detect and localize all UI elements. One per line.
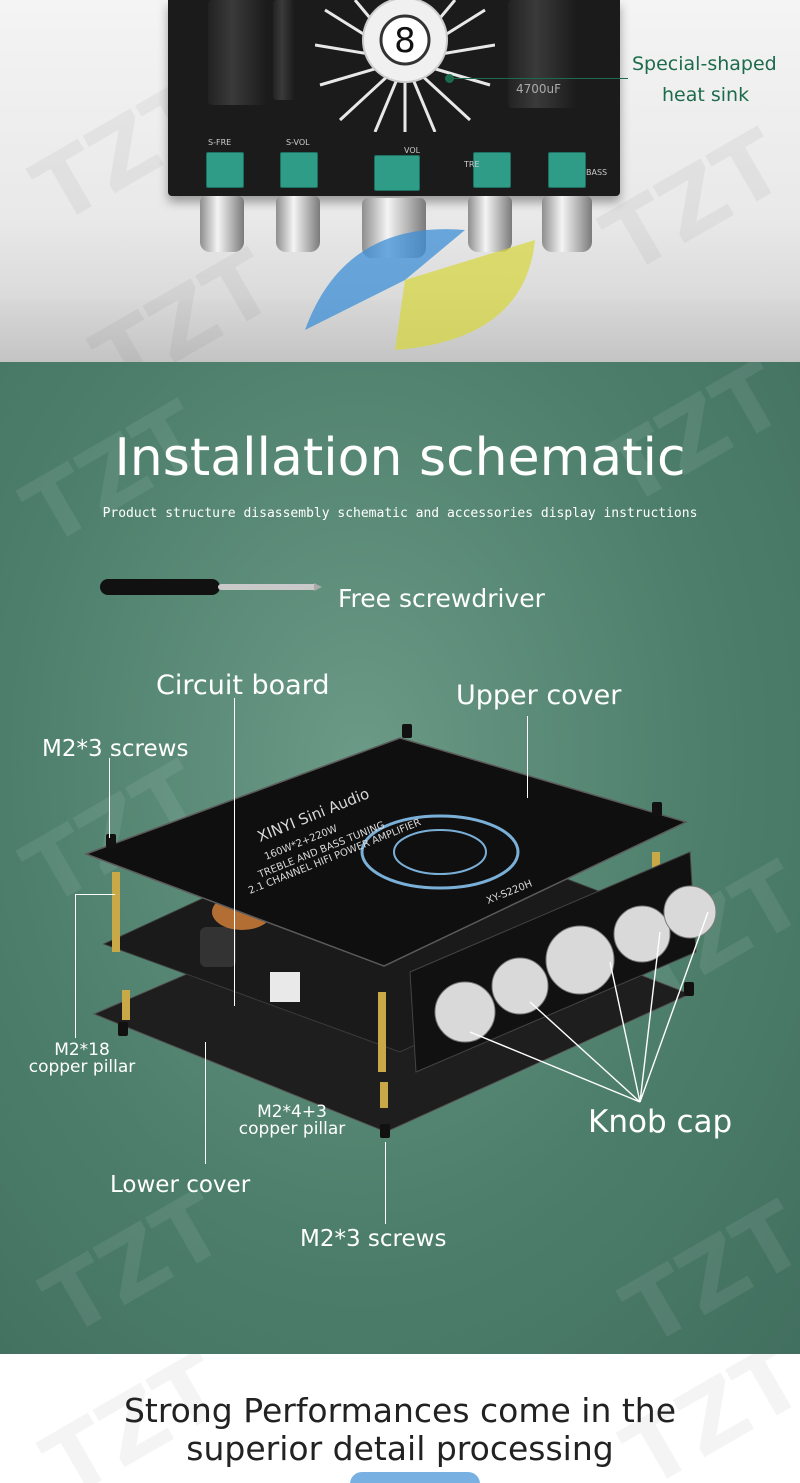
section-title: Installation schematic (114, 428, 686, 488)
installation-section: TZT TZT TZT TZT TZT TZT Installation sch… (0, 362, 800, 1354)
capacitor-left (208, 0, 268, 105)
label-lower-cover: Lower cover (110, 1172, 251, 1198)
capacitor-right: 4700uF (508, 0, 578, 108)
heatsink-label: heat sink (662, 84, 750, 106)
callout-dot (445, 74, 454, 83)
knob-silver (468, 196, 512, 252)
label-line: M2*4+3 (257, 1102, 327, 1122)
pot-label: VOL (404, 146, 421, 155)
pot-bass (548, 152, 586, 188)
headline-line: superior detail processing (186, 1429, 614, 1468)
pot-vol (374, 155, 420, 191)
label-m2-18-pillar: M2*18 copper pillar (20, 1042, 144, 1076)
brand-logo-fragment (350, 1472, 480, 1483)
product-top-section: TZT TZT TZT 4700uF S-FRE S-VOL VOL TRE B… (0, 0, 800, 362)
leader-knob-cap (469, 911, 709, 1103)
knob-silver (276, 196, 320, 252)
leader-m2-3-bottom (385, 1142, 386, 1224)
leader-m2-18 (75, 894, 76, 1038)
label-line: M2*18 (54, 1040, 110, 1060)
headline-line: Strong Performances come in the (123, 1391, 677, 1430)
special-heat-sink: 8 (315, 0, 495, 132)
callout-line (450, 78, 628, 79)
knob-silver (200, 196, 244, 252)
label-m2-3-screws-top: M2*3 screws (42, 736, 189, 762)
label-knob-cap: Knob cap (588, 1104, 733, 1140)
label-free-screwdriver: Free screwdriver (338, 584, 545, 613)
brand-logo-watermark (305, 229, 535, 350)
pot-label: TRE (464, 160, 480, 169)
performance-section: TZT TZT Strong Performances come in the … (0, 1354, 800, 1483)
pot-tre (473, 152, 511, 188)
knob-silver (542, 196, 592, 252)
svg-text:8: 8 (394, 21, 416, 61)
pot-s-vol (280, 152, 318, 188)
label-m2-3-screws-bottom: M2*3 screws (300, 1226, 447, 1252)
label-m2-4-3-pillar: M2*4+3 copper pillar (230, 1104, 354, 1138)
exploded-assembly-diagram: XINYI Sini Audio 160W*2+220W TREBLE AND … (83, 724, 717, 1138)
section-subtitle: Product structure disassembly schematic … (102, 506, 698, 521)
capacitor-small (273, 0, 295, 100)
label-line: copper pillar (28, 1057, 136, 1077)
watermark: TZT (606, 1182, 800, 1354)
capacitor-text: 4700uF (516, 82, 562, 96)
label-line: copper pillar (238, 1119, 346, 1139)
label-circuit-board: Circuit board (156, 670, 330, 701)
leader-m2-3-top (109, 758, 110, 838)
leader-circuit-board (234, 698, 235, 1006)
label-upper-cover: Upper cover (456, 680, 622, 711)
leader-lower-cover (205, 1042, 206, 1164)
watermark: TZT (26, 1172, 242, 1354)
leader-m2-18 (75, 894, 115, 895)
performance-headline: Strong Performances come in the superior… (0, 1392, 800, 1468)
pot-label: S-FRE (208, 138, 232, 147)
leader-upper-cover (527, 716, 528, 798)
screwdriver-icon (100, 579, 322, 595)
pot-label: BASS (586, 168, 608, 177)
pot-s-fre (206, 152, 244, 188)
pot-label: S-VOL (286, 138, 310, 147)
heatsink-label: Special-shaped (632, 53, 777, 75)
